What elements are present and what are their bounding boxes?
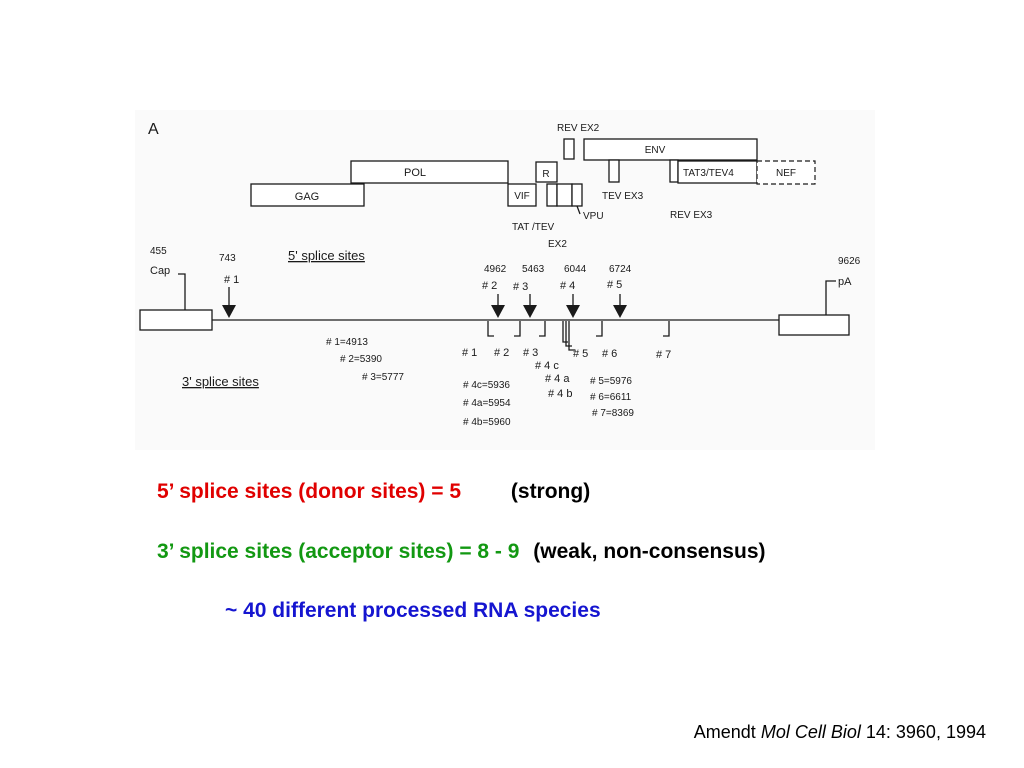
donor-caption-note: (strong) [510,480,591,503]
gene-gag-label: GAG [295,191,319,203]
gene-r-box [535,161,558,183]
rna-species-caption: ~ 40 different processed RNA species [225,599,601,622]
acceptor-3-mark [539,321,546,337]
panel-label: A [148,121,159,138]
acceptor-3-label: # 3 [523,347,538,359]
donor-4-arrow [566,305,580,318]
acceptor-value-3: # 3=5777 [362,372,404,383]
acceptor-4b-label: # 4 b [548,388,572,400]
gene-r-label: R [542,169,549,180]
donor-caption-main: 5’ splice sites (donor sites) = 5 [157,480,462,503]
pa-marker [825,280,836,316]
acceptor-value-6: # 6=6611 [590,392,632,403]
citation-ref: 14: 3960, 1994 [865,722,986,742]
acceptor-value-7: # 7=8369 [592,408,634,419]
cap-marker [178,273,186,310]
gene-rev-ex3-box [669,159,679,183]
gene-nef-box [756,160,816,185]
gene-rev-ex2-label: REV EX2 [557,123,600,134]
gene-env-label: ENV [645,145,666,156]
gene-env-box [583,138,758,161]
acceptor-caption-note: (weak, non-consensus) [533,540,766,563]
gene-small-box [571,183,583,207]
acceptor-value-5: # 5=5976 [590,376,632,387]
donor-2-arrow [491,305,505,318]
acceptor-value-4c: # 4c=5936 [463,380,510,391]
gene-tat3-tev4-label: TAT3/TEV4 [683,168,734,179]
cap-position: 455 [150,246,167,257]
citation: Amendt Mol Cell Biol 14: 3960, 1994 [694,722,986,743]
donor-5-arrow [613,305,627,318]
donor-3-label: # 3 [513,281,528,293]
donor-caption: 5’ splice sites (donor sites) = 5 (stron… [157,480,590,504]
donor-1-position: 743 [219,253,236,264]
acceptor-value-2: # 2=5390 [340,354,382,365]
gene-tat-ex1-box [546,183,558,207]
donor-2-label: # 2 [482,280,497,292]
acceptor-caption-main: 3’ splice sites (acceptor sites) = 8 - 9 [157,540,520,563]
acceptor-4c-label: # 4 c [535,360,559,372]
acceptor-2-label: # 2 [494,347,509,359]
pa-label: pA [838,276,852,288]
acceptor-7-label: # 7 [656,349,671,361]
ltr-5-box [139,309,213,331]
donor-5-label: # 5 [607,279,622,291]
gene-rev-ex3-label: REV EX3 [670,210,713,221]
gene-vpu-label: VPU [583,211,604,222]
donor-2-position: 4962 [484,264,507,275]
citation-author: Amendt [693,722,756,742]
donor-4-position: 6044 [564,264,587,275]
acceptor-2-mark [514,321,521,337]
acceptor-value-4a: # 4a=5954 [463,398,511,409]
acceptor-1-mark [487,321,494,337]
citation-journal: Mol Cell Biol [760,722,861,742]
gene-ex2-label: EX2 [548,239,567,250]
vpu-pointer [576,205,581,215]
acceptor-value-1: # 1=4913 [326,337,368,348]
acceptor-caption: 3’ splice sites (acceptor sites) = 8 - 9… [157,540,766,564]
cap-label: Cap [150,265,170,277]
gene-vif-label: VIF [514,191,530,202]
gene-vif-box [507,183,537,207]
hiv-genome-diagram: A GAG POL VIF R VPU TAT /TEV EX2 REV EX2… [139,121,861,428]
acceptor-6-label: # 6 [602,348,617,360]
donor-3-position: 5463 [522,264,545,275]
three-prime-heading: 3' splice sites [182,374,259,389]
acceptor-5-label: # 5 [573,348,588,360]
donor-4-label: # 4 [560,280,575,292]
acceptor-4b-mark [568,321,575,351]
donor-1-label: # 1 [224,274,239,286]
acceptor-5-mark [596,321,603,337]
gene-pol-box [350,160,509,184]
gene-vpu-box [556,183,573,207]
five-prime-heading: 5' splice sites [288,248,365,263]
gene-tat-tev-label: TAT /TEV [512,222,555,233]
gene-gag-box [250,183,365,207]
acceptor-4a-label: # 4 a [545,373,570,385]
acceptor-7-mark [663,321,670,337]
donor-5-position: 6724 [609,264,632,275]
acceptor-value-4b: # 4b=5960 [463,417,511,428]
pa-position: 9626 [838,256,861,267]
gene-pol-label: POL [404,167,426,179]
acceptor-4a-mark [565,321,572,347]
acceptor-1-label: # 1 [462,347,477,359]
ltr-3-box [778,314,850,336]
gene-rev-ex2-box [563,138,575,160]
gene-tev-ex3-label: TEV EX3 [602,191,644,202]
donor-3-arrow [523,305,537,318]
gene-nef-label: NEF [776,168,796,179]
gene-tev-ex3-box [608,159,620,183]
donor-1-arrow [222,305,236,318]
